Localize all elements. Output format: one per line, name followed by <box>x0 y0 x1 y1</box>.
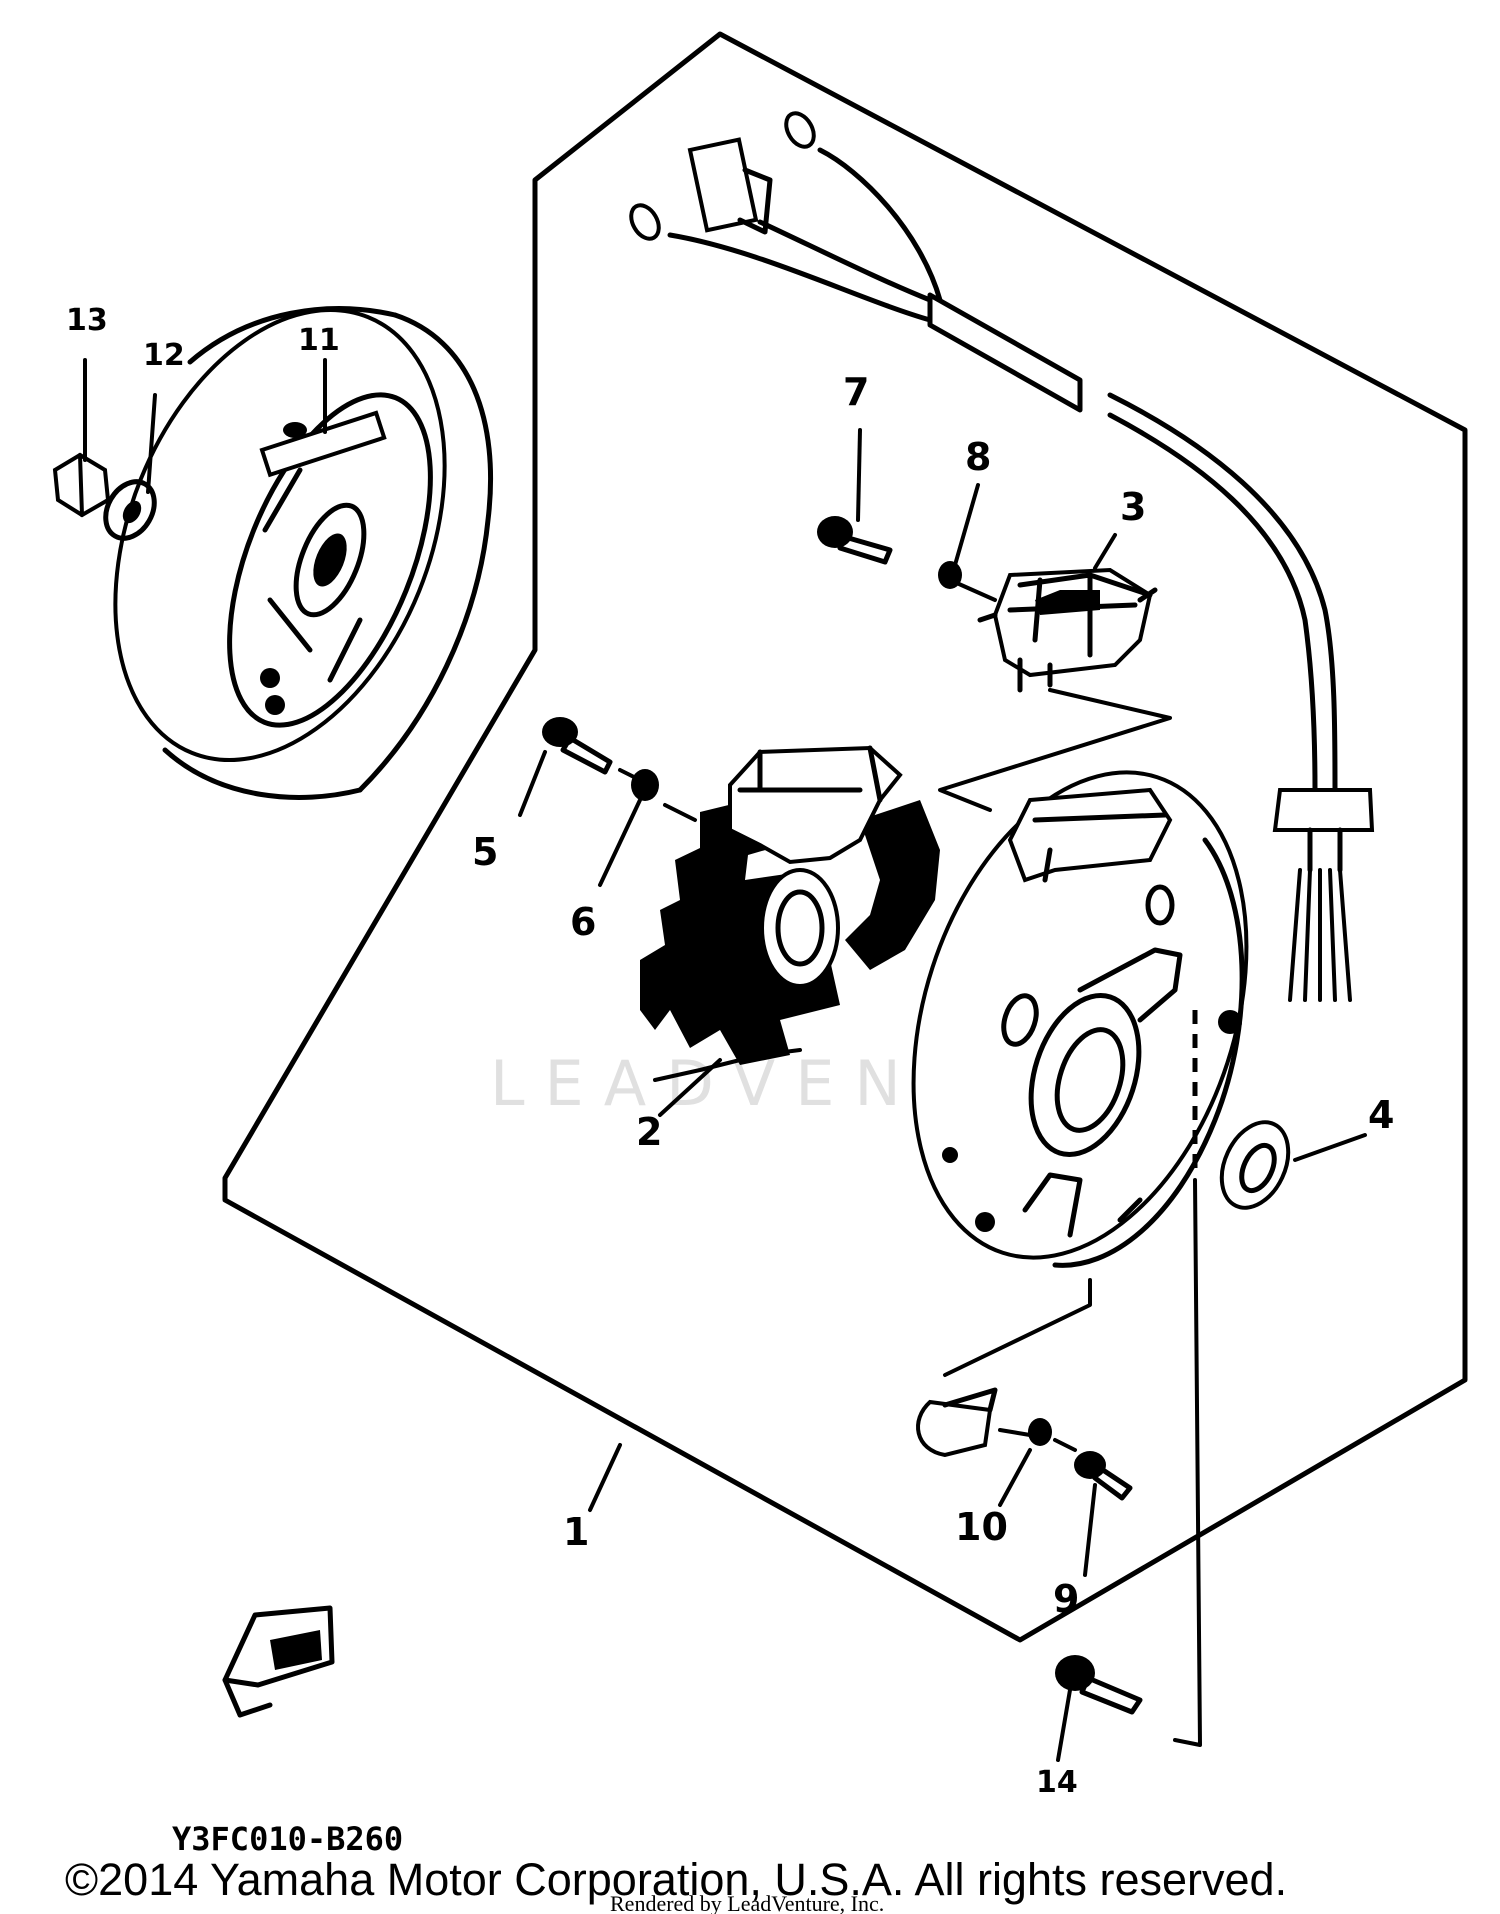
oil-seal-part <box>1219 1120 1291 1210</box>
callout-10: 10 <box>955 1505 1008 1549</box>
callout-2: 2 <box>636 1110 662 1154</box>
pulser-coil-part <box>977 567 1158 693</box>
alignment-line-pulser <box>938 578 1172 812</box>
washer-part-6 <box>631 769 659 801</box>
callout-7: 7 <box>843 370 869 414</box>
alignment-line-5 <box>618 768 697 822</box>
screw-part-9 <box>1074 1451 1133 1501</box>
screw-part-5 <box>542 717 613 775</box>
callout-5: 5 <box>472 830 498 874</box>
washer-part-12 <box>103 479 157 541</box>
callout-4: 4 <box>1368 1093 1394 1137</box>
direction-pictogram-icon <box>222 1605 335 1718</box>
callout-8: 8 <box>965 435 991 479</box>
copyright-notice: ©2014 Yamaha Motor Corporation, U.S.A. A… <box>65 1854 1287 1905</box>
alignment-line-14 <box>1173 1178 1202 1747</box>
alignment-line-clamp <box>943 1278 1092 1437</box>
screw-part-7 <box>817 516 893 565</box>
callout-13: 13 <box>66 303 108 338</box>
assembly-outline <box>222 31 1468 1643</box>
flywheel-rotor-part <box>113 306 493 800</box>
callout-12: 12 <box>143 338 185 373</box>
callout-3: 3 <box>1120 485 1146 529</box>
stator-coil-part <box>640 745 940 1082</box>
callout-6: 6 <box>570 900 596 944</box>
callout-11: 11 <box>298 323 340 358</box>
screw-part-14 <box>1055 1655 1143 1715</box>
drawing-code: Y3FC010-B260 <box>172 1820 403 1858</box>
nut-part-13 <box>52 452 111 518</box>
callout-14: 14 <box>1036 1765 1078 1800</box>
wire-clamp-part <box>916 1387 998 1458</box>
wire-harness-part <box>629 111 1375 1002</box>
washer-part-10 <box>1028 1418 1052 1446</box>
stator-base-plate-part <box>911 770 1249 1268</box>
callout-9: 9 <box>1053 1577 1079 1621</box>
alignment-line-9 <box>1053 1438 1077 1452</box>
rendered-by-notice: Rendered by LeadVenture, Inc. <box>610 1891 884 1914</box>
callout-1: 1 <box>563 1510 589 1554</box>
leader-lines <box>83 358 1367 1762</box>
